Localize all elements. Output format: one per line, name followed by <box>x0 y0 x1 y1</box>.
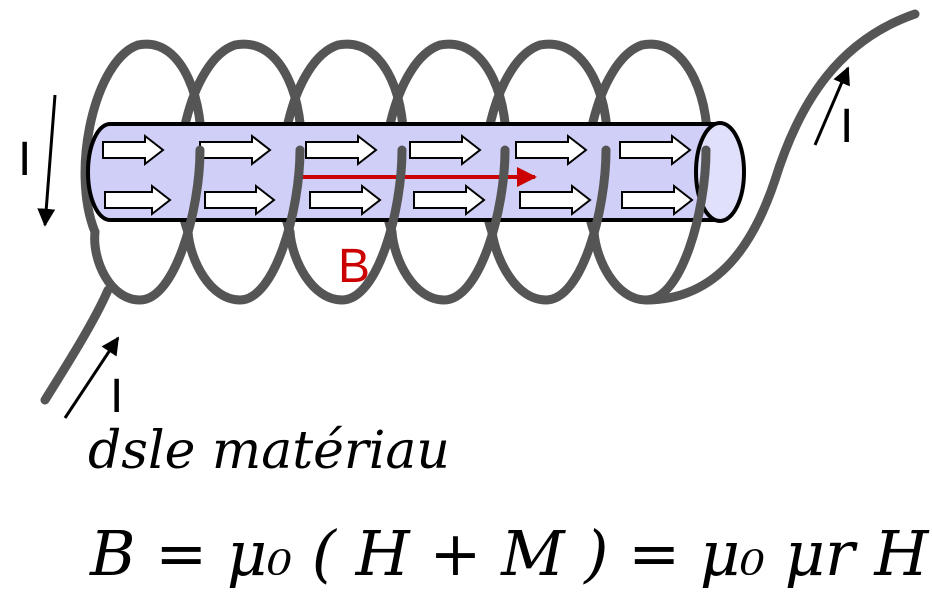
current-arrow-bottom <box>63 336 120 419</box>
moment-arrow <box>305 133 378 167</box>
lead-wire-in <box>40 285 113 405</box>
current-label-right: I <box>840 100 853 153</box>
moment-arrow <box>309 183 382 217</box>
magnetic-moment-arrows <box>102 133 694 217</box>
current-label-bottom: I <box>110 370 123 423</box>
equation: B = μ₀ ( H + M ) = μ₀ μr H <box>89 517 930 590</box>
current-label-left: I <box>18 133 31 186</box>
moment-arrow <box>619 133 692 167</box>
moment-arrow <box>409 133 482 167</box>
moment-arrow <box>204 183 276 217</box>
field-label: B <box>338 240 370 293</box>
moment-arrow <box>102 133 165 167</box>
coil-front <box>40 9 920 405</box>
moment-arrow <box>104 183 172 217</box>
moment-arrow <box>413 183 486 217</box>
moment-arrow <box>515 133 588 167</box>
moment-arrow <box>199 133 272 167</box>
lead-wire-out <box>641 9 920 305</box>
moment-arrow <box>519 183 592 217</box>
moment-arrow <box>621 183 694 217</box>
current-arrow-left <box>37 94 57 227</box>
current-arrow-right <box>813 66 850 146</box>
handwritten-note: dsle matériau <box>88 421 450 481</box>
